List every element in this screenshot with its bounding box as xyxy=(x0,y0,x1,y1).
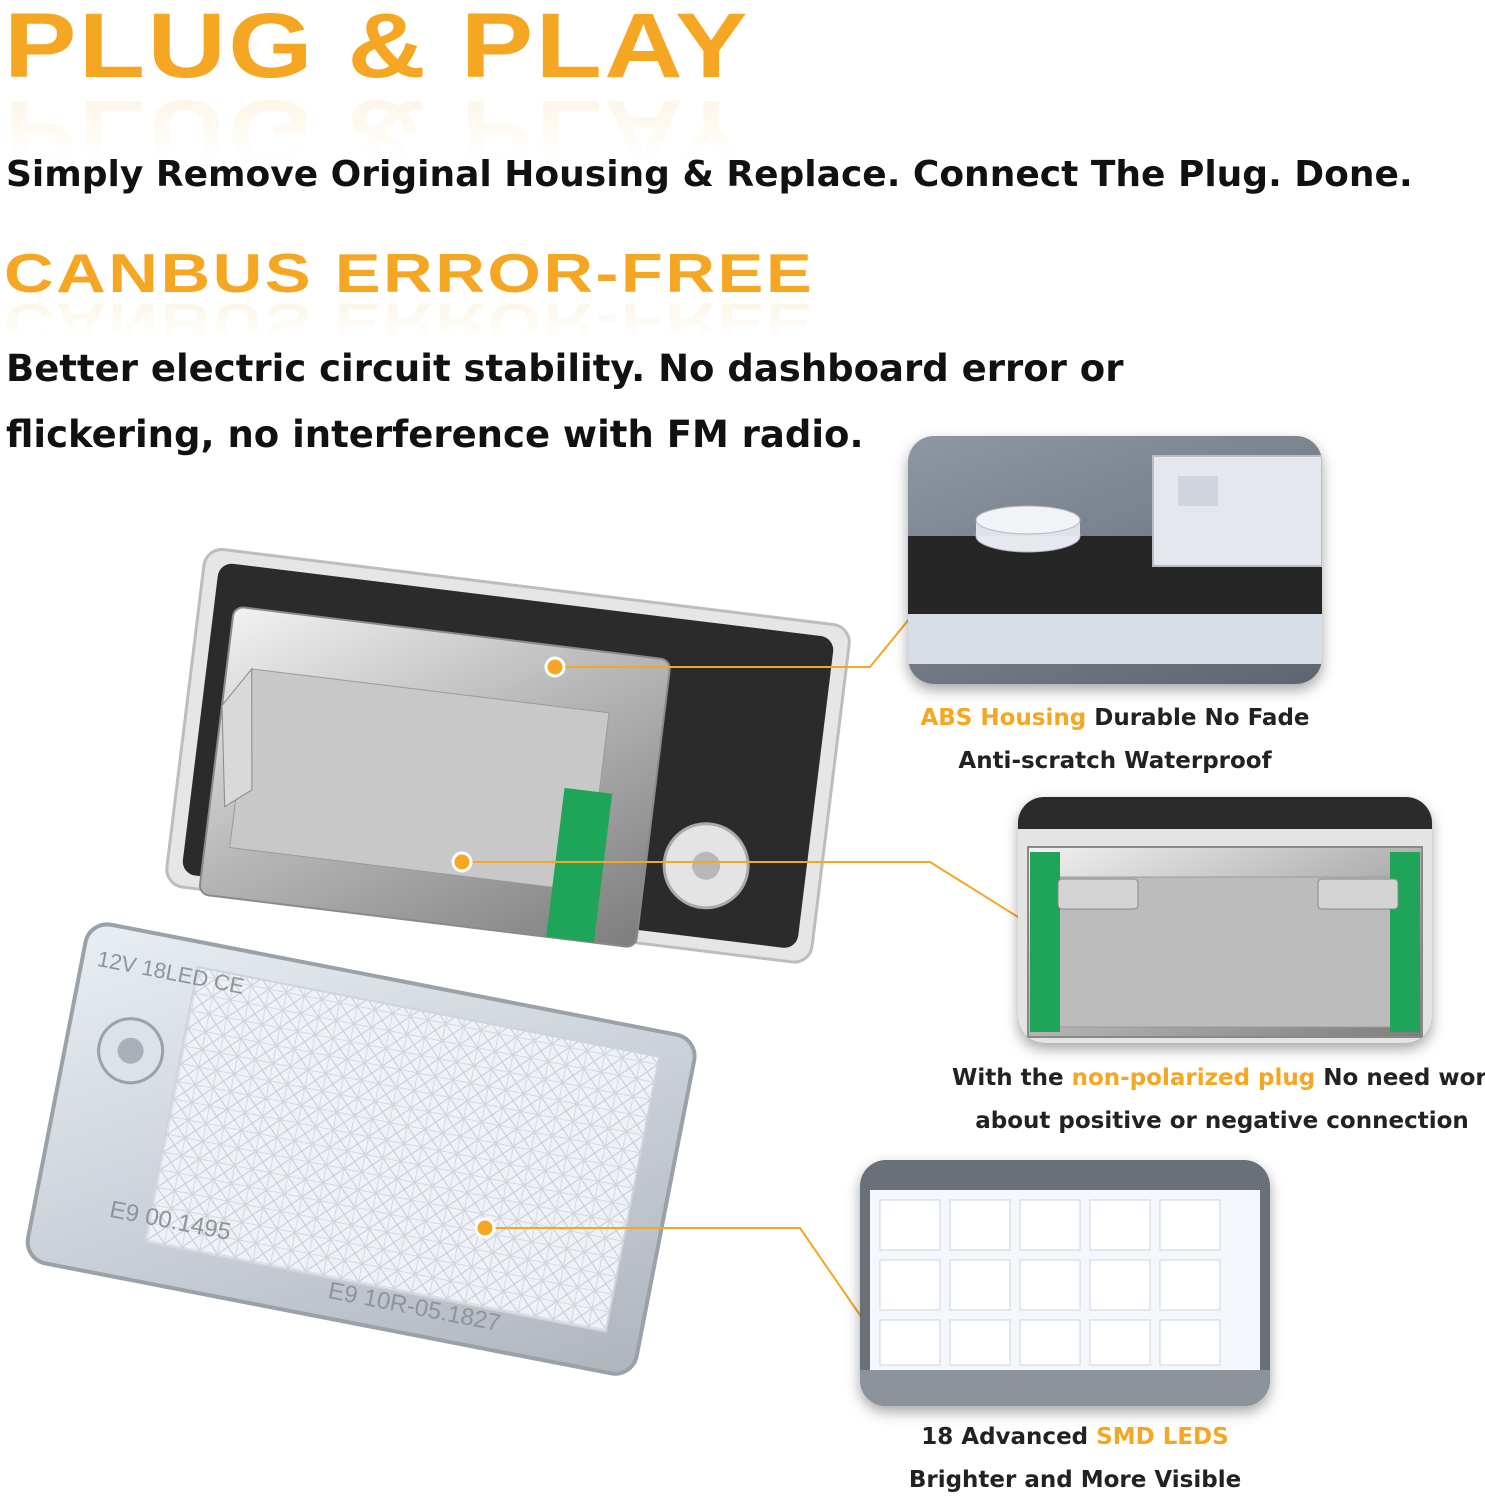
caption-leds-line2: Brighter and More Visible xyxy=(908,1467,1242,1493)
caption-abs-housing: ABS Housing Durable No Fade Anti-scratch… xyxy=(908,697,1322,783)
caption-abs-rest: Durable No Fade xyxy=(1086,705,1310,731)
caption-abs-highlight: ABS Housing xyxy=(920,705,1087,731)
pcb-board xyxy=(546,787,613,943)
led-diffuser-grid xyxy=(143,965,661,1333)
headline-canbus-text: CANBUS ERROR-FREE xyxy=(4,242,815,304)
detail-photo-abs-housing xyxy=(908,436,1322,684)
headline-canbus: CANBUS ERROR-FREE CANBUS ERROR-FREE xyxy=(4,246,814,355)
caption-plug-lead: With the xyxy=(952,1065,1072,1091)
housing-back-view xyxy=(165,548,851,964)
leader-line-leds xyxy=(485,1227,863,1319)
caption-leds: 18 Advanced SMD LEDS Brighter and More V… xyxy=(860,1416,1290,1502)
leader-line-plug xyxy=(462,861,1019,918)
caption-abs-line1: ABS Housing Durable No Fade xyxy=(908,697,1322,740)
caption-plug-line2: about positive or negative connection xyxy=(975,1108,1469,1134)
caption-plug-line1: With the non-polarized plug No need worr… xyxy=(952,1057,1485,1100)
caption-plug-highlight: non-polarized plug xyxy=(1071,1065,1316,1091)
housing-front-lens: 12V 18LED CE E9 00.1495 E9 10R-05.1827 xyxy=(25,922,697,1376)
headline-plug-and-play-text: PLUG & PLAY xyxy=(4,0,750,97)
caption-leds-line1: 18 Advanced SMD LEDS xyxy=(860,1416,1290,1459)
product-illustration: 12V 18LED CE E9 00.1495 E9 10R-05.1827 xyxy=(25,548,1019,1376)
marker-leds xyxy=(474,1217,496,1239)
caption-abs-line2: Anti-scratch Waterproof xyxy=(958,748,1272,774)
marker-plug xyxy=(451,851,473,873)
subtext-plug-and-play: Simply Remove Original Housing & Replace… xyxy=(6,154,1413,195)
marker-abs xyxy=(544,656,566,678)
caption-leds-lead: 18 Advanced xyxy=(921,1424,1097,1450)
caption-leds-highlight: SMD LEDS xyxy=(1096,1424,1229,1450)
headline-plug-and-play: PLUG & PLAY PLUG & PLAY xyxy=(4,0,750,183)
caption-plug-rest: No need worry xyxy=(1323,1065,1485,1091)
caption-plug: With the non-polarized plug No need worr… xyxy=(952,1057,1485,1143)
subtext-canbus: Better electric circuit stability. No da… xyxy=(6,347,1124,456)
detail-photo-leds xyxy=(860,1160,1270,1406)
detail-photo-plug xyxy=(1018,797,1432,1043)
leader-line-abs xyxy=(555,617,911,668)
